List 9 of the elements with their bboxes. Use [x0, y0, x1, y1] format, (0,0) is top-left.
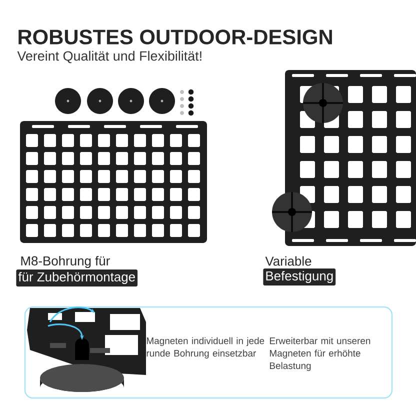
highlight-label: für Zubehörmontage	[16, 269, 138, 287]
highlight-label: Befestigung	[263, 268, 336, 286]
feature-label: M8-Bohrung für	[21, 256, 110, 268]
feature-text: Erweiterbar mit unseren Magneten für erhöhte Belastung	[270, 337, 370, 371]
title: ROBUSTES OUTDOOR-DESIGN	[18, 30, 332, 44]
feature-text: Magneten individuell in jede runde Bohrung einsetzbar	[146, 337, 264, 358]
subtitle: Vereint Qualität und Flexibilität!	[17, 50, 202, 64]
feature-label: Variable	[265, 256, 312, 266]
info-panel	[24, 306, 393, 399]
